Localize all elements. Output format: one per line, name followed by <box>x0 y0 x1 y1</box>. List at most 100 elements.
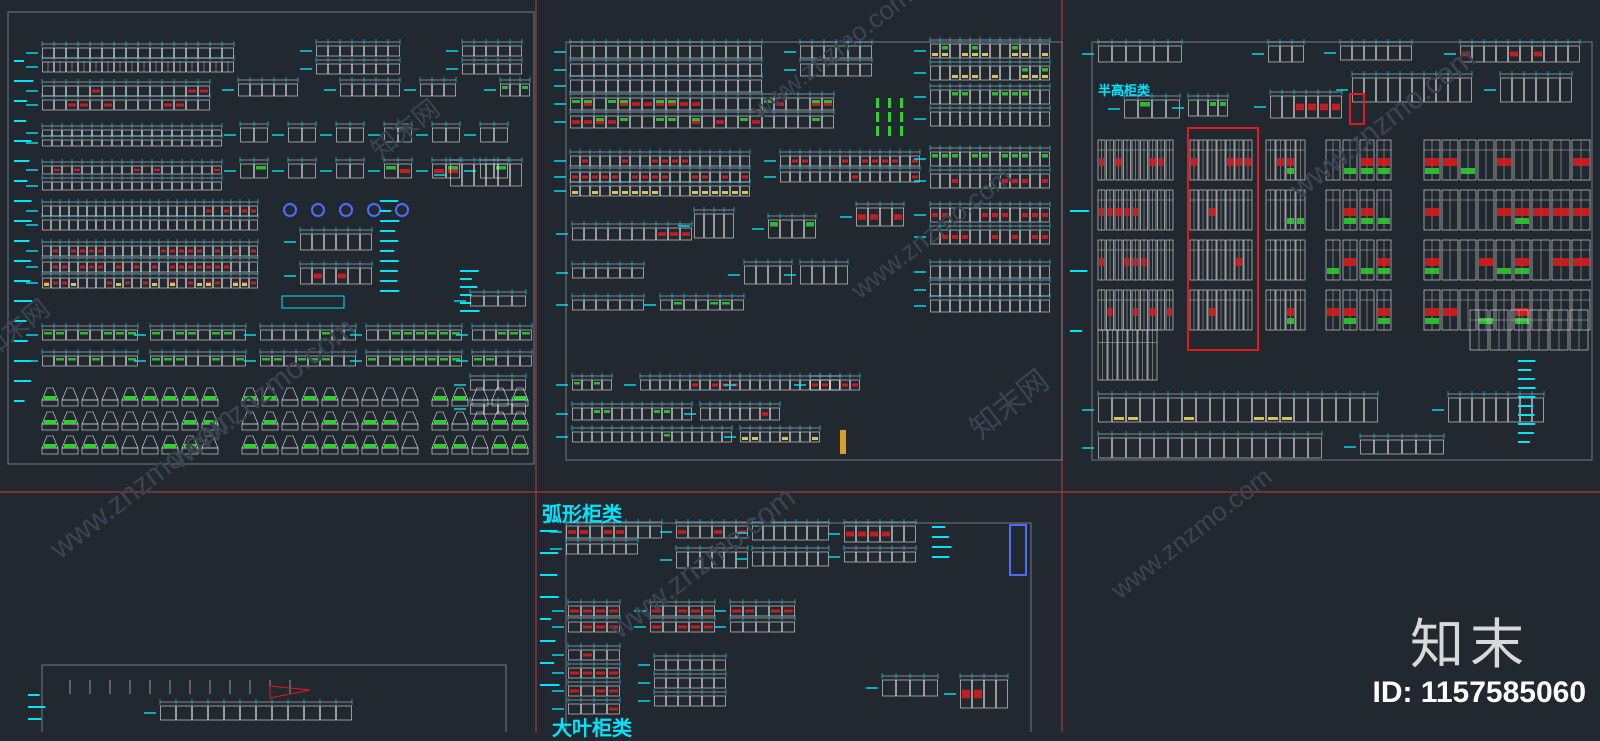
cabinet-row <box>350 323 463 341</box>
tall-cabinet <box>1477 239 1495 281</box>
cabinet-row <box>550 519 663 539</box>
cabinet-row <box>26 41 235 59</box>
cabinet-row <box>552 615 621 633</box>
tall-cabinet <box>1106 289 1114 331</box>
cabinet-row <box>26 93 211 111</box>
tall-cabinet <box>1551 239 1571 281</box>
tall-cabinet <box>1285 139 1296 181</box>
tall-cabinet <box>1441 239 1459 281</box>
tall-cabinet <box>1097 329 1108 381</box>
cabinet-row <box>26 199 259 217</box>
cabinet-row <box>416 121 461 143</box>
tall-cabinet <box>1529 309 1549 351</box>
tall-cabinet <box>1225 189 1235 231</box>
cabinet-row <box>368 157 413 179</box>
tall-cabinet <box>1097 289 1106 331</box>
tall-cabinet <box>1459 239 1477 281</box>
tall-cabinet <box>1325 139 1341 181</box>
tall-cabinet <box>1295 139 1306 181</box>
cabinet-row <box>784 39 873 59</box>
cabinet-row <box>638 653 727 671</box>
cabinet-row <box>550 537 639 555</box>
cabinet-row <box>914 277 1051 297</box>
tall-cabinet <box>1148 139 1157 181</box>
tall-cabinet <box>1097 239 1106 281</box>
cabinet-row <box>26 213 259 231</box>
tall-cabinet <box>1509 309 1529 351</box>
cabinet-row <box>556 221 693 241</box>
tall-cabinet <box>1114 139 1123 181</box>
cabinet-row <box>26 159 223 175</box>
tall-cabinet <box>1285 189 1296 231</box>
cabinet-row <box>434 157 523 187</box>
tall-cabinet <box>1140 239 1148 281</box>
tall-cabinet <box>1265 289 1276 331</box>
tall-cabinet <box>1423 289 1441 331</box>
tall-cabinet <box>1243 239 1253 281</box>
tall-cabinet <box>1225 139 1235 181</box>
tall-cabinet <box>1207 139 1217 181</box>
tall-cabinet <box>1165 289 1174 331</box>
cabinet-row <box>736 545 830 567</box>
cabinet-row <box>914 105 1051 127</box>
cabinet-row <box>554 179 751 197</box>
cabinet-row <box>454 373 527 391</box>
tall-cabinet <box>1342 289 1358 331</box>
cabinet-row <box>1252 39 1305 63</box>
cabinet-row <box>914 145 1051 167</box>
tall-cabinet <box>1189 139 1199 181</box>
cabinet-row <box>914 167 1051 189</box>
drawing-frames <box>7 11 1593 732</box>
label-curved-cabinet: 弧形柜类 <box>542 502 622 526</box>
cabinet-row <box>554 109 835 129</box>
tall-cabinet <box>1216 289 1226 331</box>
cabinet-row <box>1336 71 1473 103</box>
tall-cabinet <box>1117 329 1128 381</box>
tall-cabinet <box>1265 189 1276 231</box>
tall-cabinet <box>1495 139 1513 181</box>
tall-cabinet <box>1140 189 1148 231</box>
cabinet-row <box>552 661 621 679</box>
cabinet-row <box>244 323 357 341</box>
cabinet-row <box>828 519 917 543</box>
tall-cabinet <box>1571 239 1591 281</box>
tall-cabinet <box>1513 139 1531 181</box>
cabinet-row <box>324 77 401 97</box>
tall-cabinet <box>1359 239 1375 281</box>
cabinet-row <box>554 39 763 59</box>
cabinet-row <box>446 39 523 57</box>
tall-cabinet <box>1325 189 1341 231</box>
tall-cabinet <box>1234 239 1244 281</box>
cabinet-row <box>556 293 645 311</box>
cabinet-row <box>1082 39 1183 63</box>
tall-cabinet <box>1189 289 1199 331</box>
cabinet-row <box>26 239 259 257</box>
tall-cabinet <box>1295 189 1306 231</box>
tall-cabinet <box>1531 189 1551 231</box>
tall-cabinet <box>1198 289 1208 331</box>
cabinet-row <box>684 401 781 421</box>
cabinet-row <box>224 157 269 179</box>
tall-cabinet <box>1325 239 1341 281</box>
tall-cabinet <box>1275 289 1286 331</box>
watermark-text: 知末网 <box>365 93 445 165</box>
cabinet-row <box>914 259 1051 279</box>
tall-cabinet <box>1114 289 1123 331</box>
cabinet-row <box>794 373 861 391</box>
tall-cabinet <box>1489 309 1509 351</box>
cabinet-row <box>1324 39 1413 61</box>
tall-cabinet <box>1243 139 1253 181</box>
tall-cabinet <box>1106 239 1114 281</box>
tall-cabinet <box>1234 189 1244 231</box>
tall-cabinet <box>1157 289 1165 331</box>
cabinet-row <box>454 397 527 415</box>
tall-cabinet <box>1359 139 1375 181</box>
tall-cabinet <box>1106 189 1114 231</box>
cabinet-row <box>26 255 259 273</box>
watermark-text: www.znzmo.com <box>744 0 917 125</box>
tall-cabinet <box>1441 189 1459 231</box>
cabinet-row <box>644 293 745 311</box>
cabinet-row <box>624 373 741 391</box>
tall-cabinet <box>1148 239 1157 281</box>
